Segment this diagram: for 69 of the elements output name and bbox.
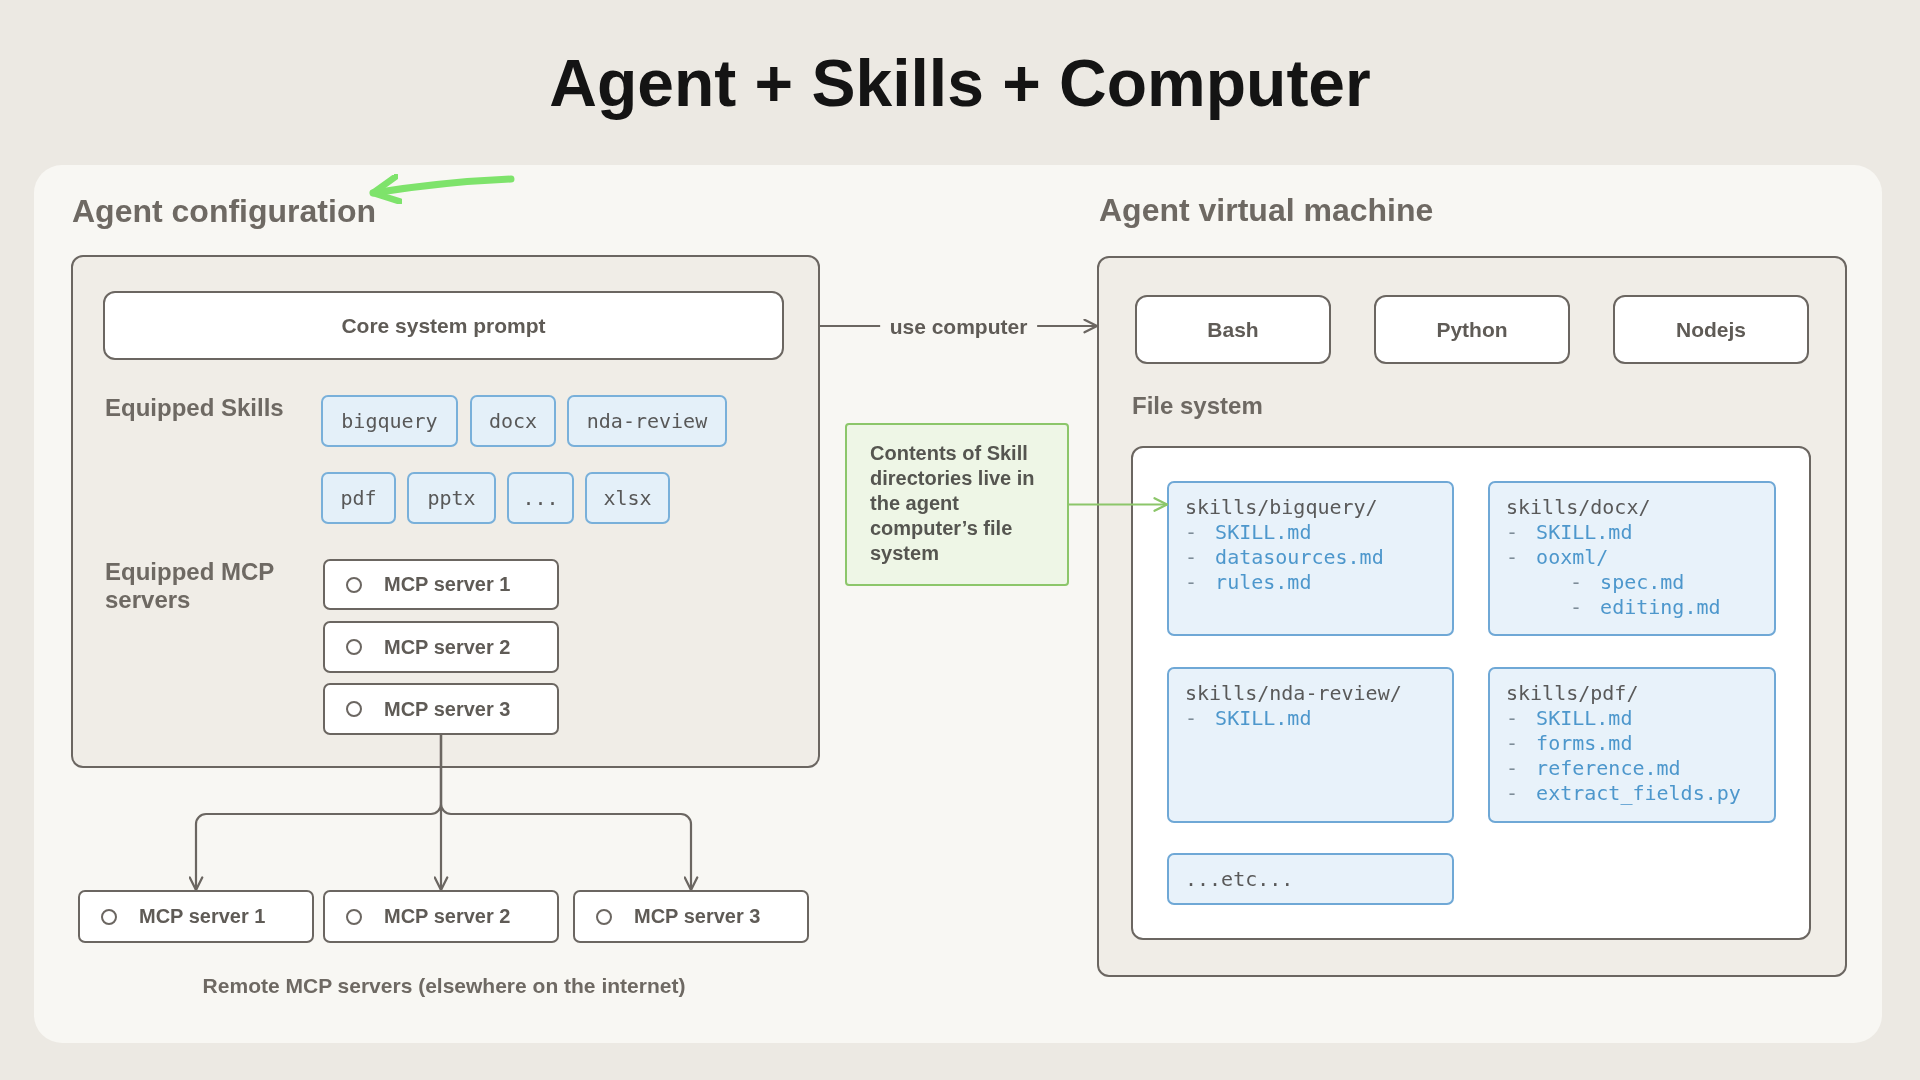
file-entry: - ooxml/ <box>1506 545 1609 570</box>
skill-name: ... <box>522 485 559 511</box>
skill-chip <box>321 395 458 447</box>
directory-path: skills/bigquery/ <box>1185 495 1378 520</box>
directory-box <box>1167 853 1454 905</box>
file-entry: - SKILL.md <box>1185 706 1312 731</box>
box-label: Core system prompt <box>341 313 546 338</box>
diagram-title: Agent + Skills + Computer <box>548 45 1372 121</box>
arrow <box>1067 497 1169 512</box>
arrow <box>439 733 699 892</box>
runtime-name: Nodejs <box>1676 317 1746 342</box>
directory-box <box>1167 481 1454 636</box>
skill-name: pptx <box>427 485 476 511</box>
skill-name: pdf <box>340 485 377 511</box>
server-name: MCP server 3 <box>634 904 761 929</box>
server-box <box>323 559 559 610</box>
runtime-name: Bash <box>1207 317 1259 342</box>
server-box <box>323 683 559 735</box>
skill-chip <box>567 395 727 447</box>
file-entry: - forms.md <box>1506 731 1633 756</box>
file-entry: - editing.md <box>1570 595 1721 620</box>
section-heading: Agent virtual machine <box>1099 192 1434 229</box>
note-box <box>845 423 1069 586</box>
group-label: Equipped MCP servers <box>105 558 275 614</box>
server-box <box>323 890 559 943</box>
server-name: MCP server 3 <box>384 696 511 722</box>
prompt-box <box>103 291 784 360</box>
file-entry: - rules.md <box>1185 570 1312 595</box>
group-label: Equipped Skills <box>105 394 284 422</box>
server-box <box>78 890 314 943</box>
runtime-box <box>1135 295 1331 364</box>
skill-chip <box>321 472 396 524</box>
skill-chip <box>507 472 574 524</box>
directory-path: skills/pdf/ <box>1506 681 1639 706</box>
server-name: MCP server 2 <box>384 634 511 660</box>
caption-text: Remote MCP servers (elsewhere on the internet) <box>202 973 686 998</box>
directory-box <box>1167 667 1454 823</box>
server-name: MCP server 2 <box>384 904 511 929</box>
runtime-name: Python <box>1436 317 1508 342</box>
runtime-box <box>1374 295 1570 364</box>
skill-name: nda-review <box>586 408 708 434</box>
runtime-box <box>1613 295 1809 364</box>
server-name: MCP server 1 <box>384 572 511 597</box>
skill-chip <box>585 472 670 524</box>
section-heading: Agent configuration <box>72 193 376 230</box>
ellipsis-text: ...etc... <box>1185 867 1294 892</box>
file-entry: - SKILL.md <box>1506 706 1633 731</box>
skill-name: bigquery <box>341 408 438 434</box>
server-name: MCP server 1 <box>139 904 266 929</box>
directory-path: skills/nda-review/ <box>1185 681 1402 706</box>
annotation-arrow <box>369 173 515 205</box>
server-box <box>323 621 559 673</box>
skill-chip <box>470 395 556 447</box>
directory-box <box>1488 667 1776 823</box>
file-entry: - datasources.md <box>1185 545 1384 570</box>
file-entry: - SKILL.md <box>1506 520 1633 545</box>
file-entry: - spec.md <box>1570 570 1685 595</box>
server-box <box>573 890 809 943</box>
directory-box <box>1488 481 1776 636</box>
skill-chip <box>407 472 496 524</box>
note-text: Contents of Skill directories live in the agent computer’s file system <box>870 441 1036 566</box>
file-entry: - SKILL.md <box>1185 520 1312 545</box>
file-entry: - reference.md <box>1506 756 1681 781</box>
skill-name: xlsx <box>603 485 652 511</box>
file-entry: - extract_fields.py <box>1506 781 1741 806</box>
directory-path: skills/docx/ <box>1506 495 1651 520</box>
section-heading: File system <box>1132 392 1263 420</box>
container-panel <box>71 255 820 768</box>
skill-name: docx <box>488 408 538 434</box>
